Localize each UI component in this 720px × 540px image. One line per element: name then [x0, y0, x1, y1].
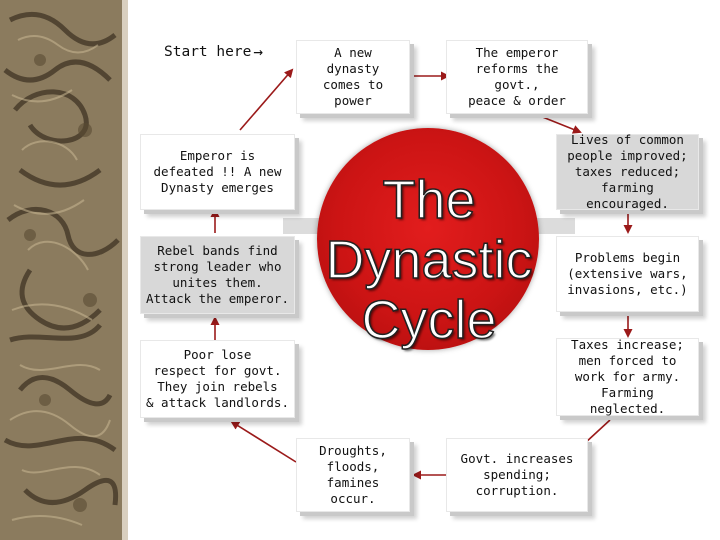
- arrow-10-to-1: [239, 68, 294, 131]
- arrow-right-icon: →: [253, 42, 263, 61]
- title-line-2: Dynastic: [325, 229, 534, 291]
- title-line-1: The: [382, 169, 477, 231]
- arrow-7-to-8: [230, 420, 297, 463]
- start-here-label: Start here →: [164, 42, 263, 61]
- title-line-3: Cycle: [361, 289, 498, 351]
- image-divider: [122, 0, 128, 540]
- title-circle: [317, 128, 539, 350]
- step-disasters: Droughts,floods,famines occur.: [296, 438, 410, 512]
- step-problems-begin: Problems begin(extensive wars,invasions,…: [556, 236, 699, 312]
- start-here-text: Start here: [164, 43, 252, 60]
- carved-stone-image: [0, 0, 122, 540]
